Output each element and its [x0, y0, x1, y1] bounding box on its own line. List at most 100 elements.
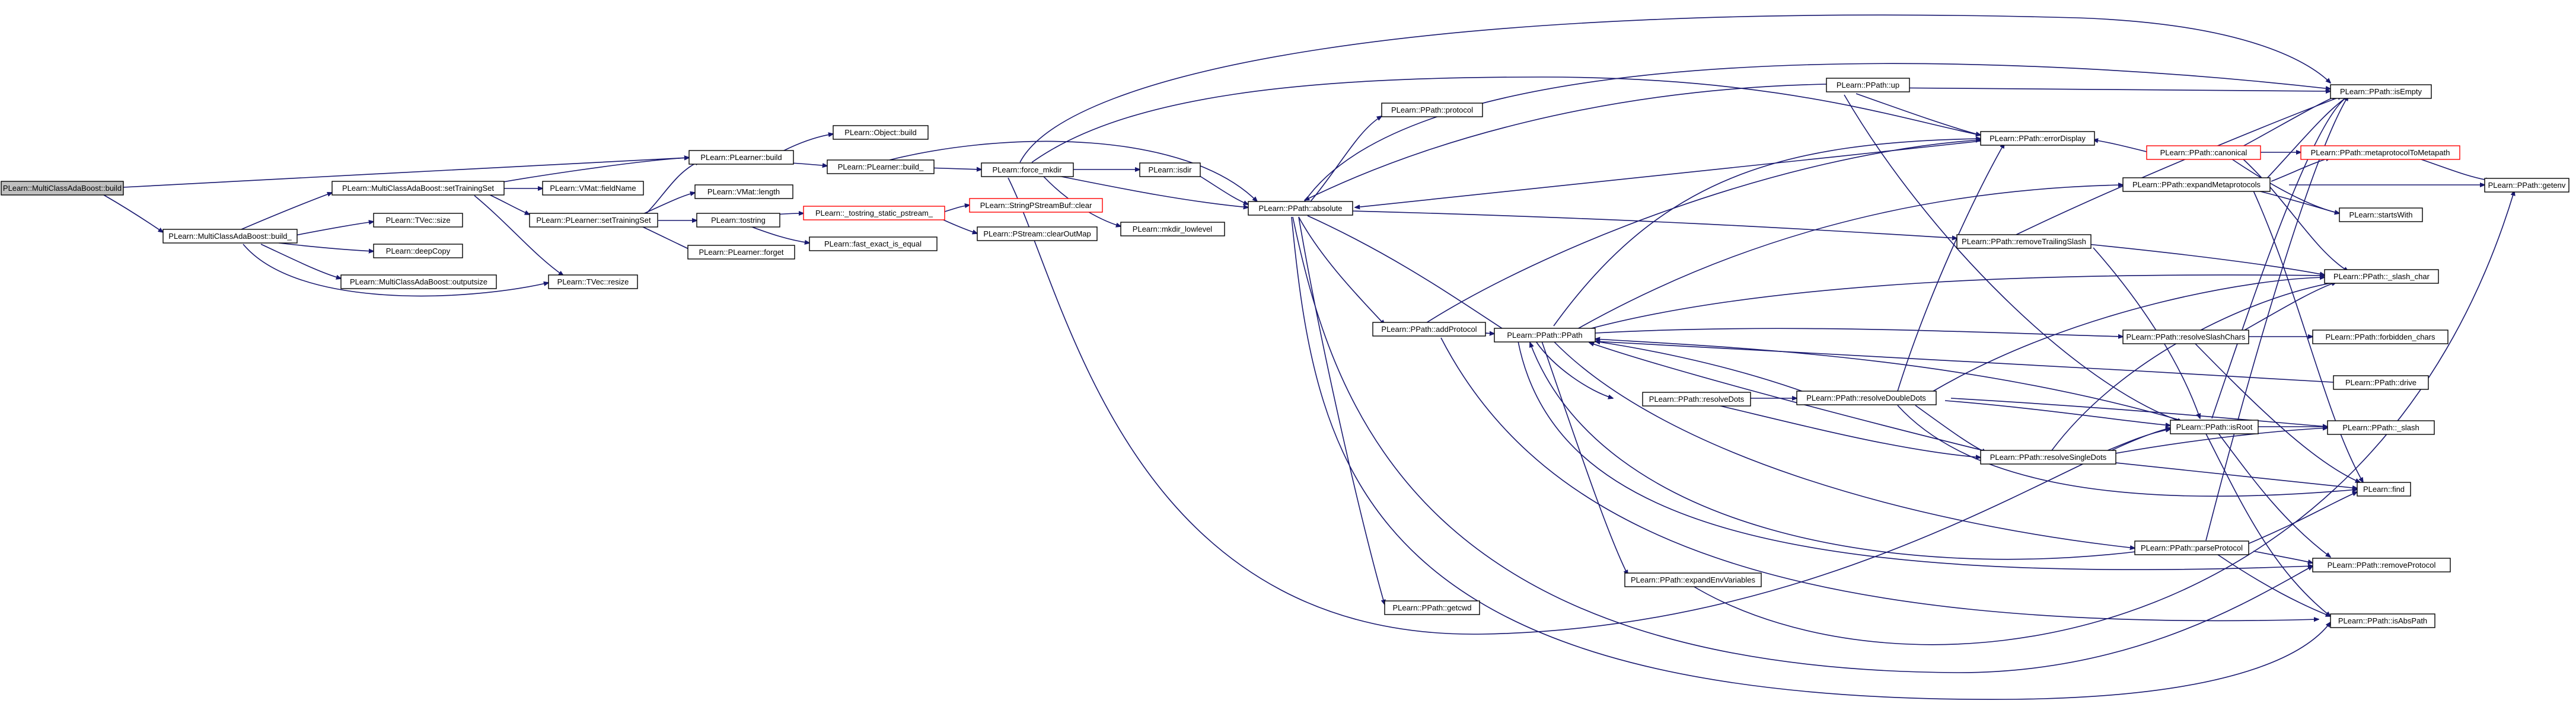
node-ppath-getenv[interactable]: PLearn::PPath::getenv — [2484, 178, 2569, 193]
node-ppath-slash[interactable]: PLearn::PPath::_slash — [2327, 420, 2435, 435]
edge-tostring-to-fast-exact — [747, 225, 809, 243]
svg-text:PLearn::PStream::clearOutMap: PLearn::PStream::clearOutMap — [983, 229, 1091, 238]
edge-force-mkdir-to-isroot — [1008, 177, 2170, 635]
edge-metatometa-to-getenv — [2419, 158, 2491, 181]
node-ppath-expandmetaprotocols[interactable]: PLearn::PPath::expandMetaprotocols — [2122, 177, 2271, 192]
svg-text:PLearn::tostring: PLearn::tostring — [711, 216, 766, 225]
edge-parseprotocol-to-isabspath — [2217, 554, 2330, 616]
edge-plearner-settraining-to-forget — [640, 225, 695, 252]
node-pstream-clearoutmap[interactable]: PLearn::PStream::clearOutMap — [977, 226, 1098, 241]
node-multiclassadaboost-build-[interactable]: PLearn::MultiClassAdaBoost::build_ — [162, 229, 298, 244]
node-plearner-settrainingset[interactable]: PLearn::PLearner::setTrainingSet — [529, 213, 658, 228]
edge-ppath-to-parseprotocol — [1553, 341, 2135, 548]
node-plearner-build-[interactable]: PLearn::PLearner::build_ — [827, 159, 935, 174]
edge-absolute-to-getcwd — [1298, 216, 1385, 604]
node-deepcopy[interactable]: PLearn::deepCopy — [373, 244, 463, 258]
edge-removetrailing-to-slash-char — [2087, 244, 2325, 275]
node-ppath-expandenvvariables[interactable]: PLearn::PPath::expandEnvVariables — [1624, 572, 1762, 587]
svg-text:PLearn::mkdir_lowlevel: PLearn::mkdir_lowlevel — [1133, 225, 1213, 233]
svg-text:PLearn::MultiClassAdaBoost::bu: PLearn::MultiClassAdaBoost::build_ — [168, 232, 292, 241]
edge-resolvedoubledots-to-isroot — [1944, 400, 2170, 426]
node-plearner-build[interactable]: PLearn::PLearner::build — [688, 150, 794, 165]
edge-parseprotocol-to-removeprotocol — [2253, 551, 2313, 563]
svg-text:PLearn::PPath::parseProtocol: PLearn::PPath::parseProtocol — [2141, 543, 2243, 552]
node-force-mkdir[interactable]: PLearn::force_mkdir — [981, 162, 1074, 177]
node-ppath-removeprotocol[interactable]: PLearn::PPath::removeProtocol — [2312, 558, 2451, 572]
node-ppath-metaprotocoltometapath[interactable]: PLearn::PPath::metaprotocolToMetapath — [2300, 145, 2460, 160]
node-tostring-static-pstream[interactable]: PLearn::_tostring_static_pstream_ — [803, 206, 945, 220]
node-stringpstreambuf-clear[interactable]: PLearn::StringPStreamBuf::clear — [969, 198, 1103, 213]
edge-expandmeta-to-find — [2253, 190, 2363, 482]
svg-text:PLearn::PPath::forbidden_chars: PLearn::PPath::forbidden_chars — [2325, 332, 2435, 341]
node-multiclassadaboost-settrainingset[interactable]: PLearn::MultiClassAdaBoost::setTrainingS… — [331, 181, 505, 196]
edge-parseprotocol-to-find — [2247, 492, 2357, 545]
node-ppath-isabspath[interactable]: PLearn::PPath::isAbsPath — [2330, 613, 2435, 628]
node-ppath-protocol[interactable]: PLearn::PPath::protocol — [1381, 103, 1483, 117]
svg-text:PLearn::_tostring_static_pstre: PLearn::_tostring_static_pstream_ — [815, 209, 933, 217]
node-ppath-resolvesingledots[interactable]: PLearn::PPath::resolveSingleDots — [1980, 450, 2116, 465]
node-mkdir-lowlevel[interactable]: PLearn::mkdir_lowlevel — [1120, 222, 1225, 236]
edge-canonical-to-slash-char — [2241, 157, 2348, 271]
edge-root-to-build-mc — [103, 194, 163, 232]
edge-plearner-build-to-object-build — [782, 134, 833, 152]
node-ppath-canonical[interactable]: PLearn::PPath::canonical — [2146, 145, 2261, 160]
svg-text:PLearn::fast_exact_is_equal: PLearn::fast_exact_is_equal — [824, 239, 922, 248]
node-ppath-getcwd[interactable]: PLearn::PPath::getcwd — [1384, 600, 1480, 615]
edge-resolvesingledots-to-find — [2099, 460, 2357, 488]
node-startswith[interactable]: PLearn::startsWith — [2339, 207, 2423, 222]
node-ppath-addprotocol[interactable]: PLearn::PPath::addProtocol — [1372, 322, 1486, 337]
node-plearner-forget[interactable]: PLearn::PLearner::forget — [687, 245, 795, 260]
edge-build-to-absolute — [889, 140, 1257, 201]
svg-text:PLearn::force_mkdir: PLearn::force_mkdir — [992, 165, 1062, 174]
svg-text:PLearn::PPath::getenv: PLearn::PPath::getenv — [2488, 181, 2566, 190]
node-tostring[interactable]: PLearn::tostring — [696, 213, 780, 228]
node-ppath-parseprotocol[interactable]: PLearn::PPath::parseProtocol — [2134, 540, 2249, 555]
svg-text:PLearn::PLearner::setTrainingS: PLearn::PLearner::setTrainingSet — [536, 216, 651, 225]
edge-absolute-to-ppath — [1307, 215, 1509, 333]
node-ppath-forbidden-chars[interactable]: PLearn::PPath::forbidden_chars — [2312, 329, 2449, 344]
node-ppath-errordisplay[interactable]: PLearn::PPath::errorDisplay — [1980, 131, 2095, 146]
node-ppath-resolvedots[interactable]: PLearn::PPath::resolveDots — [1642, 392, 1751, 407]
svg-text:PLearn::PPath::isRoot: PLearn::PPath::isRoot — [2176, 423, 2253, 431]
svg-text:PLearn::PPath::_slash_char: PLearn::PPath::_slash_char — [2333, 272, 2430, 281]
node-fast-exact-is-equal[interactable]: PLearn::fast_exact_is_equal — [809, 236, 938, 251]
node-find[interactable]: PLearn::find — [2357, 482, 2411, 497]
edge-resolveslash-to-find — [2194, 342, 2360, 482]
node-ppath-up[interactable]: PLearn::PPath::up — [1826, 78, 1910, 92]
edge-canonical-to-isempty — [2241, 96, 2336, 148]
node-ppath-ppath[interactable]: PLearn::PPath::PPath — [1494, 328, 1596, 343]
edge-build-mc-to-deepcopy — [278, 242, 374, 251]
node-ppath-resolveslashchars[interactable]: PLearn::PPath::resolveSlashChars — [2122, 329, 2249, 344]
svg-text:PLearn::PPath::resolveSingleDo: PLearn::PPath::resolveSingleDots — [1990, 453, 2107, 462]
svg-text:PLearn::PPath::drive: PLearn::PPath::drive — [2345, 378, 2416, 387]
node-vmat-fieldname[interactable]: PLearn::VMat::fieldName — [542, 181, 644, 196]
svg-text:PLearn::VMat::length: PLearn::VMat::length — [707, 187, 780, 196]
svg-text:PLearn::PPath::up: PLearn::PPath::up — [1837, 81, 1899, 89]
node-ppath-drive[interactable]: PLearn::PPath::drive — [2333, 375, 2429, 390]
node-vmat-length[interactable]: PLearn::VMat::length — [694, 184, 793, 199]
edge-isdir-to-absolute — [1197, 174, 1248, 204]
node-ppath-removetrailingslash[interactable]: PLearn::PPath::removeTrailingSlash — [1956, 234, 2092, 249]
node-ppath-resolvedoubledots[interactable]: PLearn::PPath::resolveDoubleDots — [1796, 391, 1937, 405]
node-ppath-isempty[interactable]: PLearn::PPath::isEmpty — [2330, 84, 2432, 99]
node-object-build[interactable]: PLearn::Object::build — [833, 125, 929, 140]
node-isdir[interactable]: PLearn::isdir — [1139, 162, 1201, 177]
edge-absolute-to-isempty — [1304, 63, 2330, 202]
edge-ppath-to-errordisplay — [1553, 139, 1981, 327]
svg-text:PLearn::isdir: PLearn::isdir — [1149, 165, 1193, 174]
edge-absolute-to-removetrailing — [1351, 210, 1957, 238]
edge-up-to-absolute — [1305, 84, 1827, 200]
node-multiclassadaboost-outputsize[interactable]: PLearn::MultiClassAdaBoost::outputsize — [340, 274, 497, 289]
node-multiclassadaboost-build[interactable]: PLearn::MultiClassAdaBoost::build — [1, 181, 124, 196]
edge-resolvedoubledots-to-find — [1897, 405, 2357, 497]
node-tvec-resize[interactable]: PLearn::TVec::resize — [548, 274, 638, 289]
svg-text:PLearn::PPath::_slash: PLearn::PPath::_slash — [2342, 423, 2419, 432]
node-ppath-slash-char[interactable]: PLearn::PPath::_slash_char — [2324, 269, 2439, 284]
node-ppath-absolute[interactable]: PLearn::PPath::absolute — [1248, 201, 1353, 216]
nodes: PLearn::MultiClassAdaBoost::build PLearn… — [1, 78, 2569, 628]
edge-errordisplay-to-absolute — [1355, 140, 1981, 207]
svg-text:PLearn::TVec::resize: PLearn::TVec::resize — [557, 277, 629, 286]
node-ppath-isroot[interactable]: PLearn::PPath::isRoot — [2170, 420, 2259, 434]
node-tvec-size[interactable]: PLearn::TVec::size — [373, 213, 463, 228]
